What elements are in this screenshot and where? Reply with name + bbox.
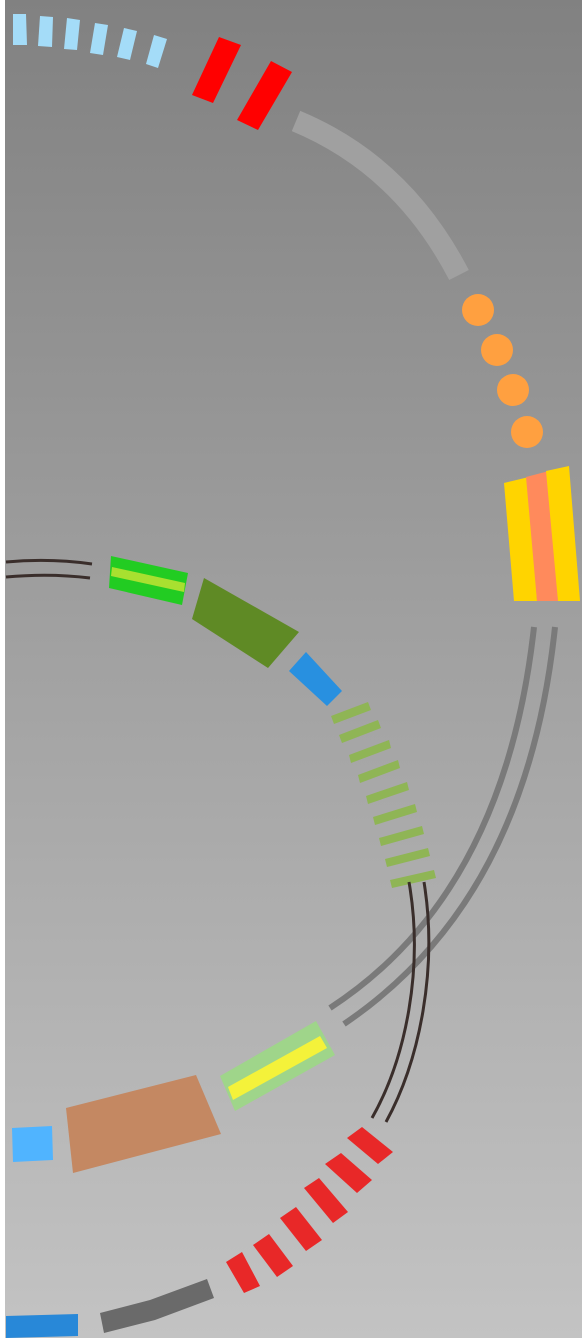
light-blue-square <box>12 1126 53 1162</box>
left-edge-strip <box>0 0 5 1338</box>
dark-track-line <box>384 881 431 1123</box>
orange-dot <box>497 374 529 406</box>
dark-gray-arc <box>100 1279 214 1333</box>
green-stripe <box>358 760 400 783</box>
dark-track-line <box>370 881 416 1119</box>
gold-salmon-striped-band <box>504 466 580 601</box>
red-block <box>192 37 241 103</box>
dark-track-line <box>5 573 91 580</box>
gray-arc <box>291 110 469 281</box>
light-blue-dashes <box>13 14 167 68</box>
orange-dot <box>462 294 494 326</box>
light-blue-dash <box>117 28 137 60</box>
gold-stripe <box>546 466 580 601</box>
green-stripe <box>373 804 417 825</box>
crimson-stripe <box>253 1234 293 1277</box>
light-blue-dash <box>13 14 27 45</box>
green-stripe <box>366 782 409 804</box>
light-blue-dash <box>64 18 80 50</box>
green-stripe <box>390 870 436 888</box>
dark-double-track-left <box>5 558 93 580</box>
red-blocks <box>192 37 292 130</box>
gray-double-track <box>328 626 558 1027</box>
dark-track-line <box>5 558 93 566</box>
blue-bottom-bar <box>6 1314 78 1338</box>
green-inner-stripe <box>111 567 185 592</box>
brown-block <box>66 1075 221 1173</box>
green-stripe <box>379 826 424 846</box>
light-blue-dash <box>90 23 108 55</box>
green-stripe <box>331 702 371 724</box>
green-stripes <box>331 702 436 888</box>
green-double-band <box>109 556 188 605</box>
olive-block <box>192 578 299 668</box>
gray-track-line <box>328 626 537 1011</box>
green-stripe <box>339 720 381 743</box>
green-stripe <box>349 740 391 763</box>
red-block <box>237 61 292 130</box>
crimson-stripe <box>304 1178 348 1223</box>
light-blue-dash <box>38 16 53 47</box>
yellow-inner-stripe <box>228 1036 327 1100</box>
light-blue-dash <box>146 35 167 68</box>
dark-double-track-right <box>370 881 431 1123</box>
crimson-stripe <box>347 1127 393 1164</box>
blue-block <box>289 652 342 706</box>
crimson-stripe <box>280 1207 322 1251</box>
gray-track-line <box>342 626 558 1027</box>
green-stripe <box>385 848 430 867</box>
orange-dots <box>462 294 543 448</box>
pale-green-yellow-band <box>220 1021 335 1111</box>
orange-dot <box>511 416 543 448</box>
orange-dot <box>481 334 513 366</box>
crimson-stripe <box>226 1252 260 1293</box>
crimson-stripes <box>226 1127 393 1293</box>
crimson-stripe <box>325 1153 372 1193</box>
